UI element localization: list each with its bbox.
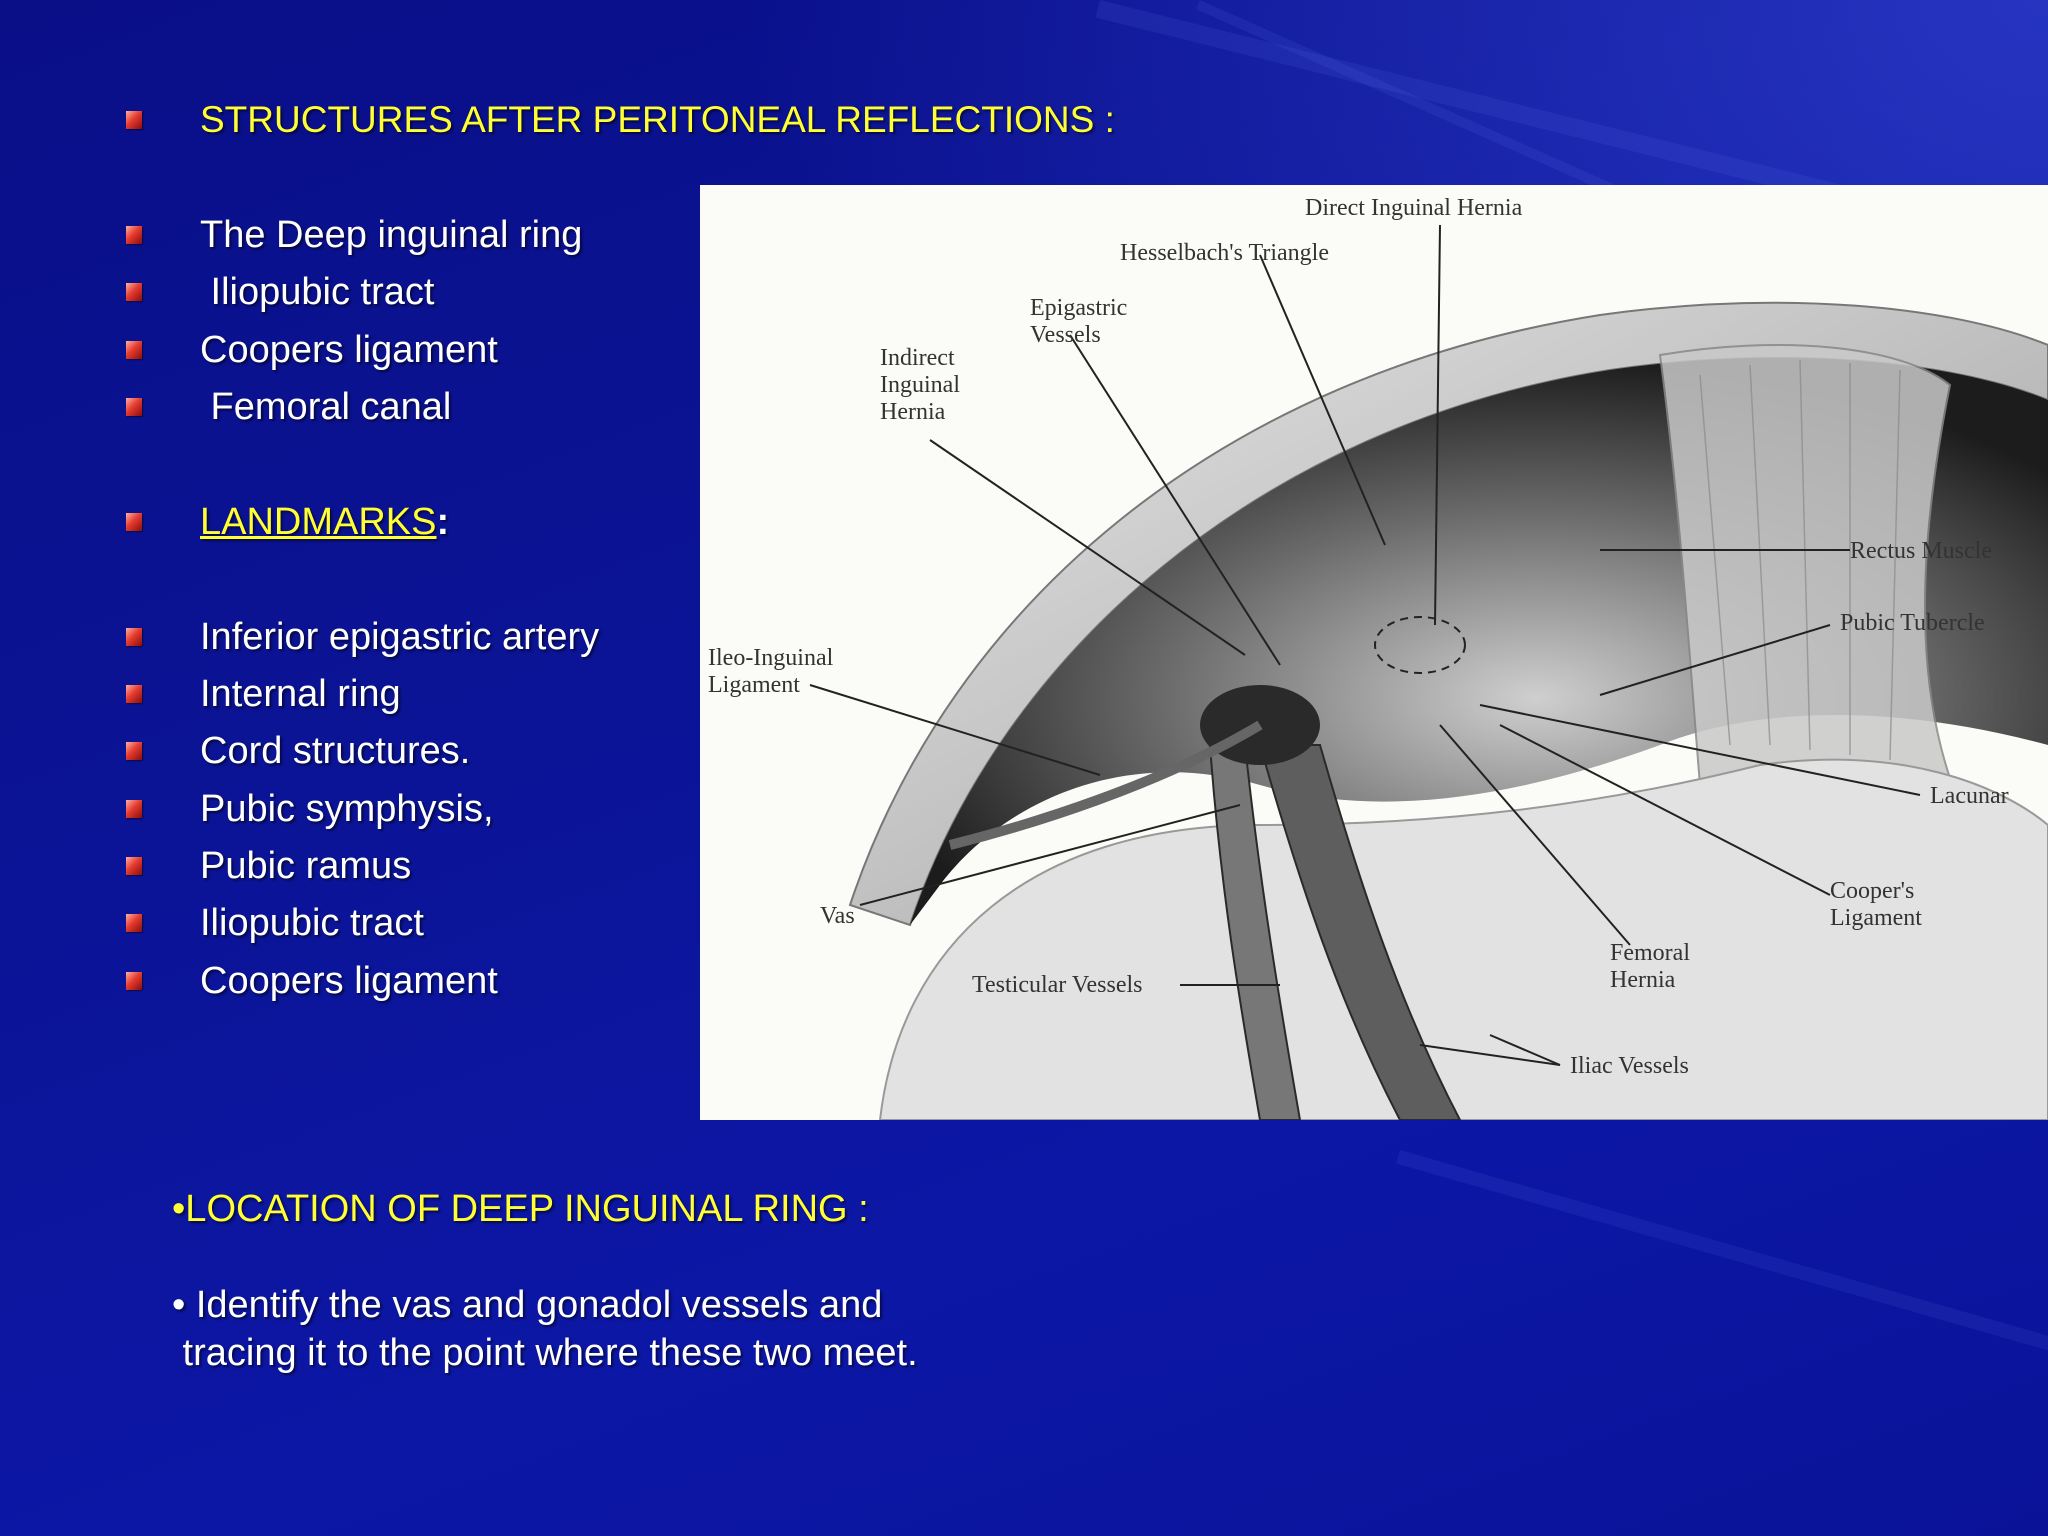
location-heading: •LOCATION OF DEEP INGUINAL RING : xyxy=(172,1188,869,1230)
list-item-text: Coopers ligament xyxy=(200,959,498,1002)
list-item-text: Pubic symphysis, xyxy=(200,787,494,830)
bullet-icon xyxy=(126,398,142,416)
pelvic-bone xyxy=(878,758,2048,1120)
label-epigastric-2: Vessels xyxy=(1030,322,1101,348)
rectus-muscle xyxy=(1658,344,1962,807)
list-item-text: Cord structures. xyxy=(200,729,471,772)
hesselbach-triangle xyxy=(1374,616,1466,674)
label-lacunar: Lacunar xyxy=(1930,783,2009,809)
bullet-icon xyxy=(126,283,142,301)
label-epigastric-1: Epigastric xyxy=(1030,295,1127,321)
bullet-icon xyxy=(126,914,142,932)
list-item-text: Iliopubic tract xyxy=(200,901,424,944)
landmarks-colon: : xyxy=(436,500,450,543)
list-item-text: Femoral canal xyxy=(200,385,452,428)
landmarks-label: LANDMARKS xyxy=(200,500,437,543)
bullet-icon xyxy=(126,111,142,129)
list-item-text: Coopers ligament xyxy=(200,328,498,371)
label-indirect-1: Indirect xyxy=(880,345,955,371)
bullet-icon xyxy=(126,857,142,875)
list-item-text: Pubic ramus xyxy=(200,844,412,887)
location-line-1: • Identify the vas and gonadol vessels a… xyxy=(172,1284,883,1326)
label-iliac: Iliac Vessels xyxy=(1570,1053,1689,1079)
bullet-icon xyxy=(126,972,142,990)
label-ileo-inguinal-2: Ligament xyxy=(708,672,800,698)
bullet-icon xyxy=(126,685,142,703)
bullet-icon xyxy=(126,628,142,646)
label-pubic-tubercle: Pubic Tubercle xyxy=(1840,610,1985,636)
list-item-text: The Deep inguinal ring xyxy=(200,213,583,256)
label-indirect-3: Hernia xyxy=(880,399,946,425)
testicular-vessels xyxy=(1208,744,1302,1120)
list-item-text: Internal ring xyxy=(200,672,401,715)
list-item-text: Iliopubic tract xyxy=(200,270,435,313)
label-testicular: Testicular Vessels xyxy=(972,972,1143,998)
vas-deferens xyxy=(948,720,1263,850)
label-hesselbach: Hesselbach's Triangle xyxy=(1120,240,1329,266)
location-line-2: tracing it to the point where these two … xyxy=(172,1332,918,1374)
anatomy-illustration: Direct Inguinal Hernia Hesselbach's Tria… xyxy=(708,195,2048,1120)
slide-heading: STRUCTURES AFTER PERITONEAL REFLECTIONS … xyxy=(200,99,1115,140)
label-vas: Vas xyxy=(820,903,855,929)
label-direct-hernia: Direct Inguinal Hernia xyxy=(1305,195,1523,221)
bullet-icon xyxy=(126,513,142,531)
list-item-text: Inferior epigastric artery xyxy=(200,615,600,658)
label-coopers-2: Ligament xyxy=(1830,905,1922,931)
bullet-icon xyxy=(126,226,142,244)
bullet-icon xyxy=(126,742,142,760)
inguinal-anatomy-figure: Direct Inguinal Hernia Hesselbach's Tria… xyxy=(700,185,2048,1120)
label-femoral-2: Hernia xyxy=(1610,967,1676,993)
label-ileo-inguinal-1: Ileo-Inguinal xyxy=(708,645,834,671)
label-coopers-1: Cooper's xyxy=(1830,878,1914,904)
iliac-vessels xyxy=(1258,744,1462,1120)
bullet-icon xyxy=(126,341,142,359)
label-femoral-1: Femoral xyxy=(1610,940,1690,966)
bullet-icon xyxy=(126,800,142,818)
label-indirect-2: Inguinal xyxy=(880,372,960,398)
landmarks-heading: LANDMARKS: xyxy=(200,501,449,544)
label-rectus-muscle: Rectus Muscle xyxy=(1850,538,1992,564)
